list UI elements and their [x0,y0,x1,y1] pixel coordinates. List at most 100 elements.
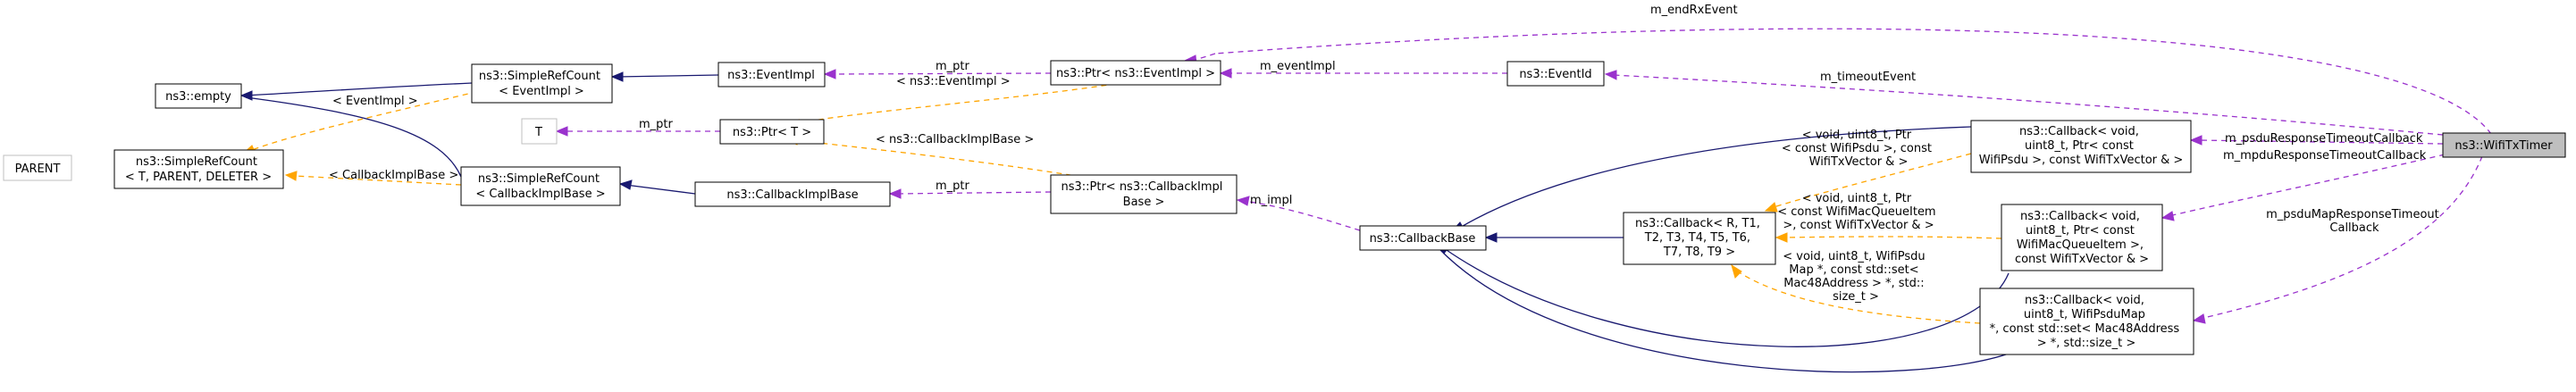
node-label-line: *, const std::set< Mac48Address [1990,322,2180,336]
node-callback-psdumap-box [1979,288,2194,355]
node-callbackimplbase-box [694,181,891,207]
arrowhead [2189,135,2203,146]
node-simplerefcount-cbimplbase-box [460,166,621,206]
node-callback-psdumap[interactable]: ns3::Callback< void, uint8_t, WifiPsduMa… [1979,288,2194,355]
node-label-line: WifiPsdu >, const WifiTxVector & > [1979,154,2184,167]
arrowhead [618,179,633,190]
node-simplerefcount-eventimpl-box [471,63,613,104]
node-callback-mpdu-label: ns3::Callback< void, uint8_t, Ptr< const… [2015,210,2149,266]
label-line: < const WifiMacQueueItem [1777,205,1935,219]
node-label-line: < CallbackImplBase > [475,188,605,201]
node-callback-generic-label: ns3::Callback< R, T1, T2, T3, T4, T5, T6… [1635,217,1764,259]
node-label-line: WifiMacQueueItem >, [2017,238,2144,252]
label-tpl-psdu: < void, uint8_t, Ptr < const WifiPsdu >,… [1782,129,1935,169]
edge-srccb-to-empty [245,96,462,178]
arrowhead [1219,68,1232,79]
node-simplerefcount-eventimpl-label: ns3::SimpleRefCount < EventImpl > [479,70,604,98]
node-callbackbase-box [1359,225,1487,251]
node-parent[interactable]: PARENT [3,154,72,181]
label-m-eventimpl: m_eventImpl [1260,60,1336,73]
arrowhead [1731,263,1742,279]
node-parent-label: PARENT [15,163,61,176]
label-tpl-mpdu: < void, uint8_t, Ptr < const WifiMacQueu… [1777,192,1940,232]
label-m-psduresponse: m_psduResponseTimeoutCallback [2225,132,2423,146]
arrowhead [823,69,836,79]
node-eventimpl[interactable]: ns3::EventImpl [717,62,826,88]
node-callback-psdumap-label: ns3::Callback< void, uint8_t, WifiPsduMa… [1990,294,2184,350]
label-m-ptr-t: m_ptr [639,118,674,131]
node-eventid-label: ns3::EventId [1519,68,1591,81]
node-callback-generic-box [1623,212,1776,265]
edge-cbimpl-to-src [625,184,696,195]
node-callback-mpdu[interactable]: ns3::Callback< void, uint8_t, Ptr< const… [2001,204,2163,271]
label-line: < void, uint8_t, Ptr [1802,129,1912,142]
label-line: WifiTxVector & > [1809,155,1909,169]
node-label-line: < T, PARENT, DELETER > [125,171,272,184]
arrowhead [555,126,568,137]
node-eventid[interactable]: ns3::EventId [1506,61,1605,87]
node-simplerefcount-eventimpl[interactable]: ns3::SimpleRefCount < EventImpl > [471,63,613,104]
template-edges [241,81,2002,324]
node-simplerefcount-cbimplbase[interactable]: ns3::SimpleRefCount < CallbackImplBase > [460,166,621,206]
label-m-mpduresponse: m_mpduResponseTimeoutCallback [2223,149,2427,163]
node-label-line: ns3::Callback< R, T1, [1635,217,1760,230]
arrowhead [2161,211,2175,221]
label-line: < const WifiPsdu >, const [1782,142,1932,155]
node-simplerefcount-generic[interactable]: ns3::SimpleRefCount < T, PARENT, DELETER… [113,149,284,189]
node-ptr-t-box [719,119,825,145]
edge-m-ptr-event [830,72,1052,75]
node-callback-psdu-label: ns3::Callback< void, uint8_t, Ptr< const… [1979,125,2184,167]
label-m-endrxevent: m_endRxEvent [1650,4,1738,17]
node-wifitxtimer-box [2442,132,2566,158]
node-simplerefcount-generic-box [113,149,284,189]
node-callback-generic[interactable]: ns3::Callback< R, T1, T2, T3, T4, T5, T6… [1623,212,1776,265]
arrowhead [1775,232,1788,243]
edge-m-endrxevent-tail [1195,53,1216,61]
edge-tpl-psdumap [1735,270,1981,324]
nodes: PARENT ns3::empty ns3::SimpleRefCount < … [3,60,2566,355]
label-m-impl: m_impl [1250,194,1292,207]
label-line: Mac48Address > *, std:: [1783,277,1924,290]
node-simplerefcount-cbimplbase-label: ns3::SimpleRefCount < CallbackImplBase > [475,172,605,201]
node-simplerefcount-generic-label: ns3::SimpleRefCount < T, PARENT, DELETER… [125,155,272,184]
node-wifitxtimer[interactable]: ns3::WifiTxTimer [2442,132,2566,158]
arrowhead [1236,196,1250,206]
label-line: < void, uint8_t, WifiPsdu [1783,250,1925,263]
edge-tpl-ptr-eventimpl [796,81,1127,124]
edge-m-ptr-cb [895,191,1052,195]
arrowhead [1484,232,1498,243]
node-empty[interactable]: ns3::empty [155,83,242,109]
node-t[interactable]: T [521,118,558,145]
node-label-line: Base > [1123,196,1165,209]
node-label-line: < EventImpl > [499,85,584,98]
edge-callbackmpdu-to-base [1443,247,2010,347]
node-t-label: T [534,126,542,139]
label-tpl-ns3-cbimplbase: < ns3::CallbackImplBase > [876,133,1034,146]
node-ptr-cbimplbase[interactable]: ns3::Ptr< ns3::CallbackImpl Base > [1050,174,1238,214]
node-label-line: const WifiTxVector & > [2015,253,2149,266]
node-callback-psdu-box [1970,120,2192,173]
label-m-psdumapresponse: m_psduMapResponseTimeout Callback [2266,208,2443,235]
node-ptr-t-label: ns3::Ptr< T > [733,126,811,139]
edge-tpl-mpdu [1783,236,2002,239]
edge-m-mpduresponse [2168,154,2446,217]
node-callback-psdu[interactable]: ns3::Callback< void, uint8_t, Ptr< const… [1970,120,2192,173]
node-label-line: ns3::Callback< void, [2025,294,2144,307]
node-label-line: uint8_t, WifiPsduMap [2024,308,2145,321]
node-callbackimplbase[interactable]: ns3::CallbackImplBase [694,181,891,207]
node-callbackbase[interactable]: ns3::CallbackBase [1359,225,1487,251]
edge-callbackpsdumap-to-base [1438,247,2017,373]
arrowhead [1604,70,1617,80]
node-ptr-t[interactable]: ns3::Ptr< T > [719,119,825,145]
node-t-box [521,118,558,145]
edge-labels: m_endRxEvent m_timeoutEvent m_eventImpl … [329,4,2443,304]
node-parent-box [3,154,72,181]
node-ptr-eventimpl[interactable]: ns3::Ptr< ns3::EventImpl > [1050,60,1221,86]
edge-tpl-eventimpl [251,88,488,151]
node-callbackimplbase-label: ns3::CallbackImplBase [726,188,858,202]
edge-m-endrxevent [1214,28,2492,135]
node-ptr-eventimpl-box [1050,60,1221,86]
edge-srcevent-to-empty [245,82,473,96]
label-line: Callback [2329,221,2379,235]
